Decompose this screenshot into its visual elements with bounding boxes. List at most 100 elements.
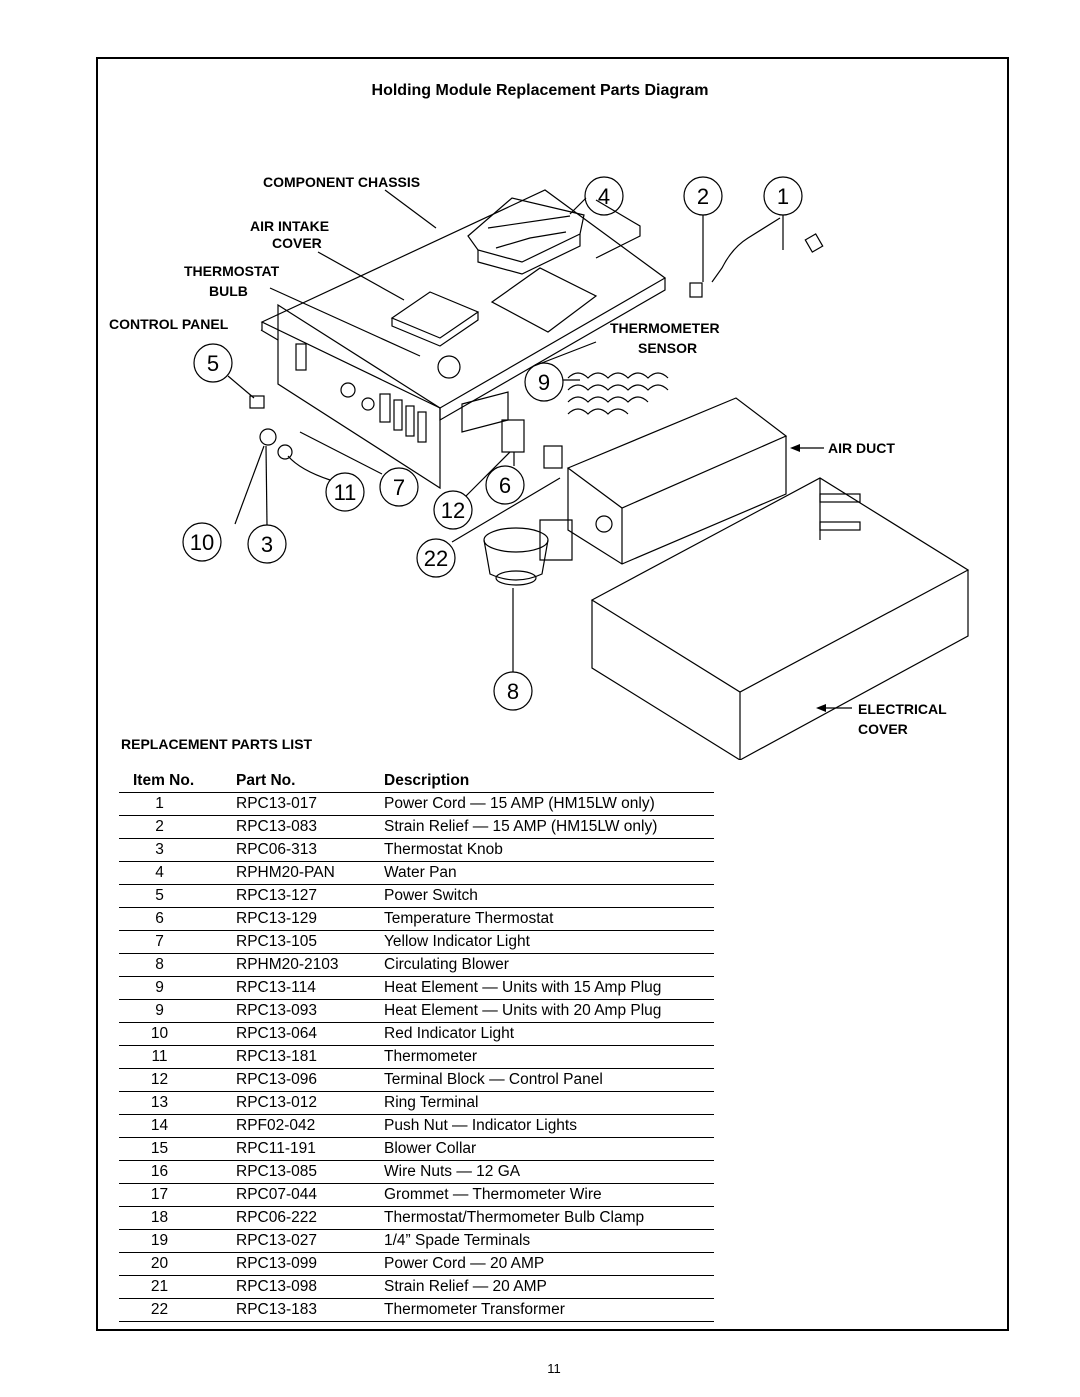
parts-table-header: Item No. Part No. Description (119, 770, 714, 793)
callout-7: 7 (393, 475, 405, 500)
label-thermostat-bulb: BULB (209, 283, 248, 299)
part-number-cell: RPC13-181 (200, 1045, 384, 1069)
column-header-part-no: Part No. (200, 770, 384, 793)
label-thermostat: THERMOSTAT (184, 263, 280, 279)
item-number-cell: 6 (119, 907, 200, 931)
part-number-cell: RPF02-042 (200, 1114, 384, 1138)
part-number-cell: RPC13-093 (200, 999, 384, 1023)
control-panel (277, 303, 509, 490)
item-number-cell: 5 (119, 884, 200, 908)
description-cell: Power Switch (384, 884, 714, 908)
item-number-cell: 9 (119, 976, 200, 1000)
column-header-item-no: Item No. (119, 770, 200, 793)
parts-list-heading: REPLACEMENT PARTS LIST (121, 736, 313, 752)
item-number-cell: 15 (119, 1137, 200, 1161)
page-title: Holding Module Replacement Parts Diagram (371, 82, 709, 99)
item-number-cell: 4 (119, 861, 200, 885)
description-cell: Power Cord — 15 AMP (HM15LW only) (384, 792, 714, 816)
part-number-cell: RPC06-313 (200, 838, 384, 862)
description-cell: Temperature Thermostat (384, 907, 714, 931)
description-cell: Push Nut — Indicator Lights (384, 1114, 714, 1138)
item-number-cell: 17 (119, 1183, 200, 1207)
thermostat-knob (259, 428, 277, 446)
part-number-cell: RPC13-105 (200, 930, 384, 954)
callout-22: 22 (424, 546, 448, 571)
part-number-cell: RPC13-098 (200, 1275, 384, 1299)
callout-12: 12 (441, 498, 465, 523)
part-number-cell: RPC13-064 (200, 1022, 384, 1046)
callout-8: 8 (507, 679, 519, 704)
callout-6: 6 (499, 473, 511, 498)
description-cell: Thermometer Transformer (384, 1298, 714, 1322)
part-number-cell: RPHM20-PAN (200, 861, 384, 885)
callout-3: 3 (261, 532, 273, 557)
air-duct (566, 397, 788, 565)
label-air-intake-cover: COVER (272, 235, 322, 251)
description-cell: Thermostat Knob (384, 838, 714, 862)
part-number-cell: RPC13-083 (200, 815, 384, 839)
item-number-cell: 20 (119, 1252, 200, 1276)
callout-2: 2 (697, 184, 709, 209)
item-number-cell: 16 (119, 1160, 200, 1184)
heat-element (567, 372, 669, 415)
parts-diagram: COMPONENT CHASSIS AIR INTAKE COVER THERM… (109, 174, 970, 760)
item-number-cell: 2 (119, 815, 200, 839)
page-number: 11 (547, 1361, 561, 1376)
part-number-cell: RPC13-129 (200, 907, 384, 931)
part-number-cell: RPC13-114 (200, 976, 384, 1000)
label-thermometer: THERMOMETER (610, 320, 720, 336)
callout-4: 4 (598, 184, 610, 209)
water-pan (467, 197, 585, 275)
item-number-cell: 12 (119, 1068, 200, 1092)
item-number-cell: 22 (119, 1298, 200, 1322)
part-number-cell: RPC07-044 (200, 1183, 384, 1207)
part-number-cell: RPC13-096 (200, 1068, 384, 1092)
label-control-panel: CONTROL PANEL (109, 316, 229, 332)
part-number-cell: RPC13-127 (200, 884, 384, 908)
part-number-cell: RPC06-222 (200, 1206, 384, 1230)
strain-relief (689, 282, 703, 298)
item-number-cell: 1 (119, 792, 200, 816)
thermometer-transformer (543, 445, 563, 469)
callout-9: 9 (538, 370, 550, 395)
description-cell: Thermostat/Thermometer Bulb Clamp (384, 1206, 714, 1230)
description-cell: Ring Terminal (384, 1091, 714, 1115)
item-number-cell: 9 (119, 999, 200, 1023)
description-cell: Circulating Blower (384, 953, 714, 977)
description-cell: Grommet — Thermometer Wire (384, 1183, 714, 1207)
label-air-duct: AIR DUCT (828, 440, 895, 456)
part-number-cell: RPC11-191 (200, 1137, 384, 1161)
description-cell: Strain Relief — 15 AMP (HM15LW only) (384, 815, 714, 839)
temperature-thermostat (501, 419, 525, 453)
description-cell: Terminal Block — Control Panel (384, 1068, 714, 1092)
part-number-cell: RPC13-027 (200, 1229, 384, 1253)
description-cell: Wire Nuts — 12 GA (384, 1160, 714, 1184)
part-number-cell: RPC13-183 (200, 1298, 384, 1322)
label-electrical-cover: COVER (858, 721, 908, 737)
description-cell: Heat Element — Units with 20 Amp Plug (384, 999, 714, 1023)
label-electrical: ELECTRICAL (858, 701, 947, 717)
part-number-cell: RPC13-099 (200, 1252, 384, 1276)
item-number-cell: 3 (119, 838, 200, 862)
